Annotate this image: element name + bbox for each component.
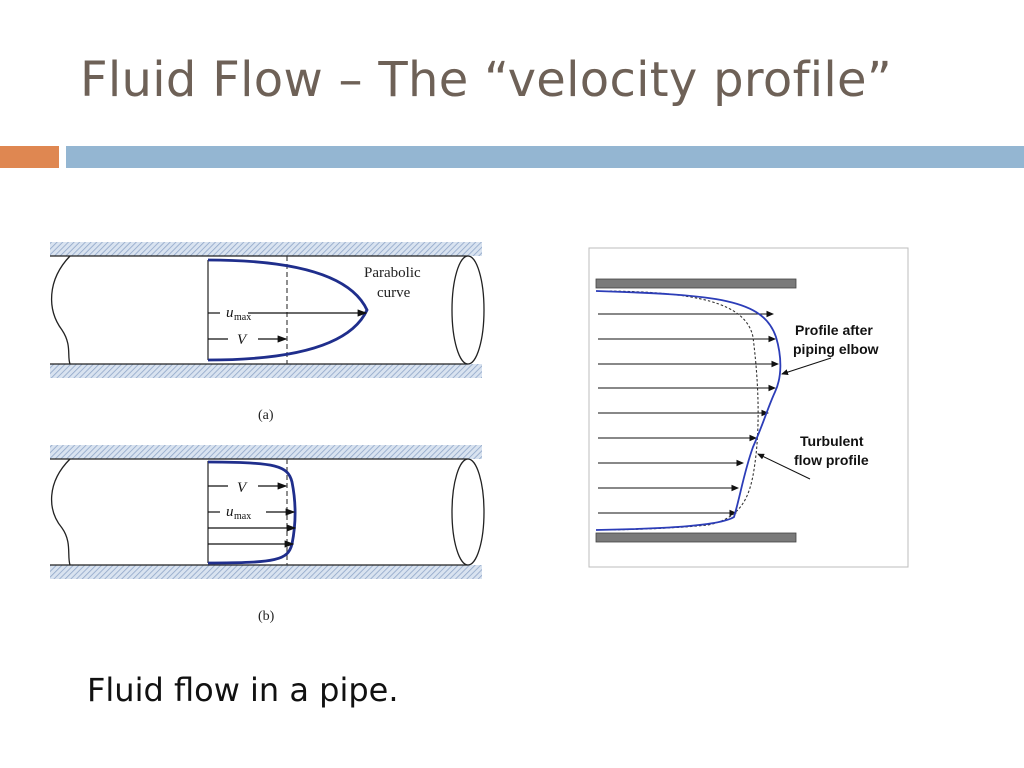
elbow-profile-curve <box>595 290 782 531</box>
label-turbulent-line1: Turbulent <box>800 433 864 449</box>
velocity-arrows <box>598 310 780 517</box>
panel-b-caption: (b) <box>258 609 275 624</box>
label-parabolic-line1: Parabolic <box>364 265 421 281</box>
label-profile-line2: piping elbow <box>793 341 879 357</box>
slide-caption: Fluid flow in a pipe. <box>87 671 399 709</box>
accent-bar-orange <box>0 146 59 168</box>
label-turbulent-line2: flow profile <box>794 452 869 468</box>
label-umax-u-b: u <box>226 504 234 520</box>
label-parabolic-line2: curve <box>377 285 411 301</box>
label-umax-sub: max <box>234 312 251 323</box>
label-profile-line1: Profile after <box>795 322 873 338</box>
panel-a-profile <box>207 256 369 364</box>
panel-b-pipe <box>50 445 485 579</box>
slide-title: Fluid Flow – The “velocity profile” <box>80 52 893 108</box>
label-umax-sub-b: max <box>234 511 251 522</box>
label-umax-u: u <box>226 305 234 321</box>
turbulent-profile-curve <box>595 290 759 531</box>
panel-b-profile <box>207 459 297 565</box>
turbulent-callout-arrow <box>757 453 811 480</box>
label-v-b: V <box>237 480 248 496</box>
panel-a-caption: (a) <box>258 408 274 423</box>
pipe-wall-bottom <box>595 532 797 543</box>
panel-a-pipe <box>50 242 485 378</box>
pipe-wall-top <box>595 278 797 289</box>
label-v: V <box>237 332 248 348</box>
profile-callout-arrow <box>781 357 832 375</box>
pipe-flow-figure: Parabolic curve u max V (a) V u max (b) <box>50 242 485 624</box>
elbow-profile-figure: Profile after piping elbow Turbulent flo… <box>588 247 909 568</box>
accent-bar-blue <box>66 146 1024 168</box>
